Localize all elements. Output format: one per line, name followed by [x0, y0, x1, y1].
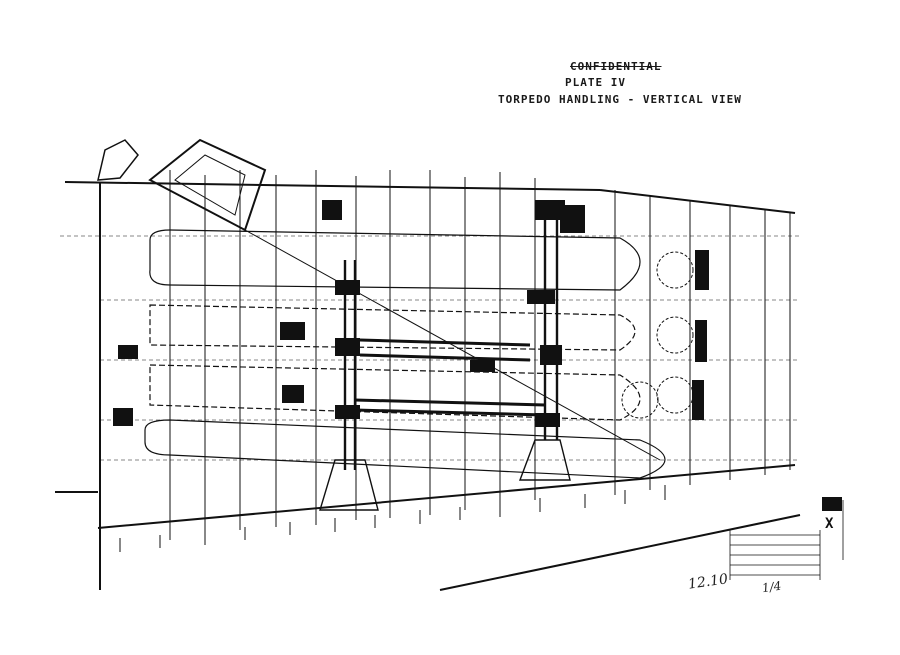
tube-ends: [621, 251, 694, 419]
hatch-fitting: [97, 139, 139, 181]
drawing-title: TORPEDO HANDLING - VERTICAL VIEW: [498, 93, 742, 106]
deck-ticks: [169, 170, 501, 182]
legend-box: X: [729, 497, 844, 580]
loading-tray: [148, 138, 661, 461]
grid-lines: [60, 235, 800, 461]
frame-ticks-bottom: [119, 485, 666, 552]
hoist-columns: [343, 200, 559, 470]
secondary-mark: 1/4: [761, 578, 783, 596]
fittings: [113, 200, 709, 427]
hoist-bases: [319, 439, 571, 511]
legend-marker: X: [825, 516, 834, 532]
hull-outline: [55, 181, 801, 591]
classification-label: CONFIDENTIAL: [570, 60, 662, 73]
cradle-bars: [354, 338, 546, 417]
plate-number: PLATE IV: [565, 76, 626, 89]
torpedo-outlines: [144, 229, 666, 479]
